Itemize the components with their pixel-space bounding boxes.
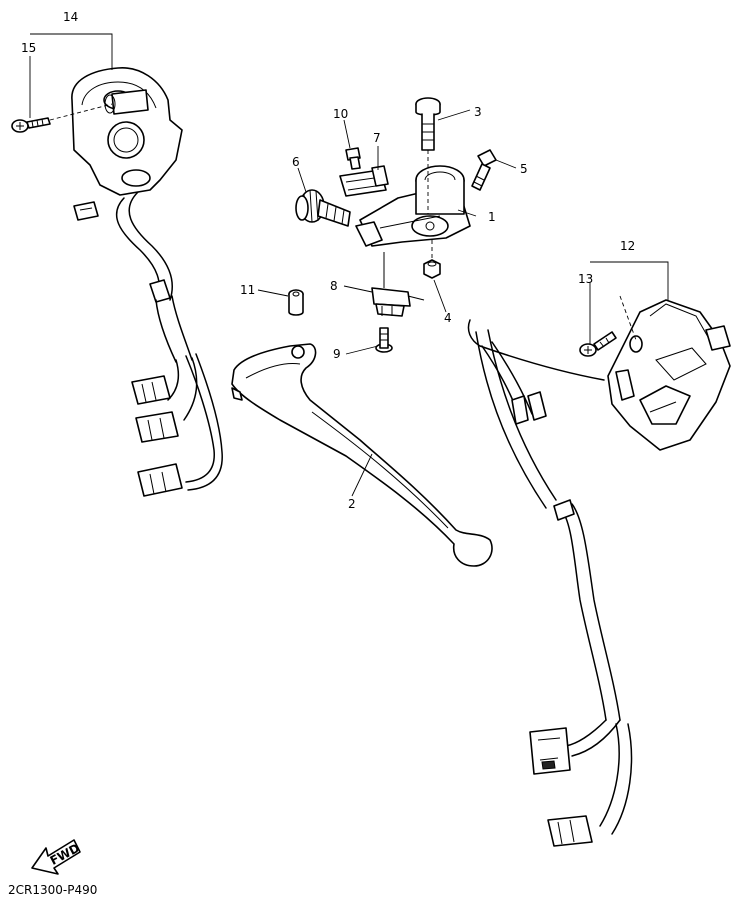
label-11: 11 xyxy=(240,283,255,297)
collar-11 xyxy=(288,289,304,316)
leader-lines xyxy=(29,33,669,497)
nut-4 xyxy=(423,240,441,279)
screw-9 xyxy=(375,327,393,353)
fwd-arrow: FWD xyxy=(31,839,82,875)
label-6: 6 xyxy=(292,155,300,169)
callout-labels: 14 15 10 3 7 6 5 1 12 13 11 8 4 9 2 xyxy=(21,10,635,511)
lever-2 xyxy=(231,343,493,567)
bolt-3 xyxy=(415,97,441,151)
label-10: 10 xyxy=(333,107,348,121)
left-handlebar-switch xyxy=(71,67,223,497)
screw-15 xyxy=(11,103,113,133)
label-9: 9 xyxy=(333,347,341,361)
label-4: 4 xyxy=(444,311,452,325)
screw-5 xyxy=(471,149,497,191)
label-3: 3 xyxy=(474,105,482,119)
screw-10 xyxy=(345,147,361,170)
label-13: 13 xyxy=(578,272,593,286)
label-7: 7 xyxy=(373,131,381,145)
adjuster-6 xyxy=(295,189,351,227)
clip-7 xyxy=(339,165,389,197)
label-12: 12 xyxy=(620,239,635,253)
lever-holder-1 xyxy=(355,150,471,247)
label-15: 15 xyxy=(21,41,36,55)
label-8: 8 xyxy=(330,279,338,293)
label-2: 2 xyxy=(348,497,356,511)
label-14: 14 xyxy=(63,10,78,24)
diagram-code: 2CR1300-P490 xyxy=(8,883,98,897)
label-1: 1 xyxy=(488,210,496,224)
label-5: 5 xyxy=(520,162,528,176)
right-handlebar-switch xyxy=(467,295,731,847)
screw-13 xyxy=(579,331,617,357)
switch-8 xyxy=(371,252,425,317)
